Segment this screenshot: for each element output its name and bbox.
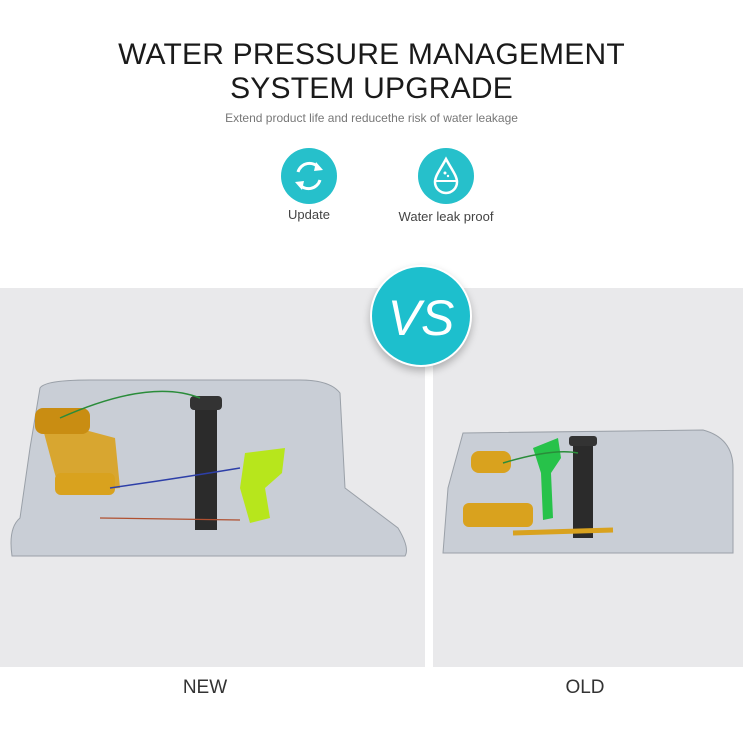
old-label: OLD [565,677,605,698]
refresh-icon [281,148,337,204]
old-product-panel [433,288,743,667]
new-valve-assembly-image [10,379,407,557]
subtitle: Extend product life and reducethe risk o… [225,111,518,125]
vs-badge: VS [370,265,472,367]
water-drop-icon [418,148,474,204]
title-line-2: SYSTEM UPGRADE [230,72,513,105]
feature-label-update: Update [288,207,330,222]
old-valve-assembly-image [442,429,734,554]
new-label: NEW [182,677,228,698]
feature-label-leak-proof: Water leak proof [398,209,494,224]
title-line-1: WATER PRESSURE MANAGEMENT [118,38,625,71]
new-product-panel [0,288,425,667]
